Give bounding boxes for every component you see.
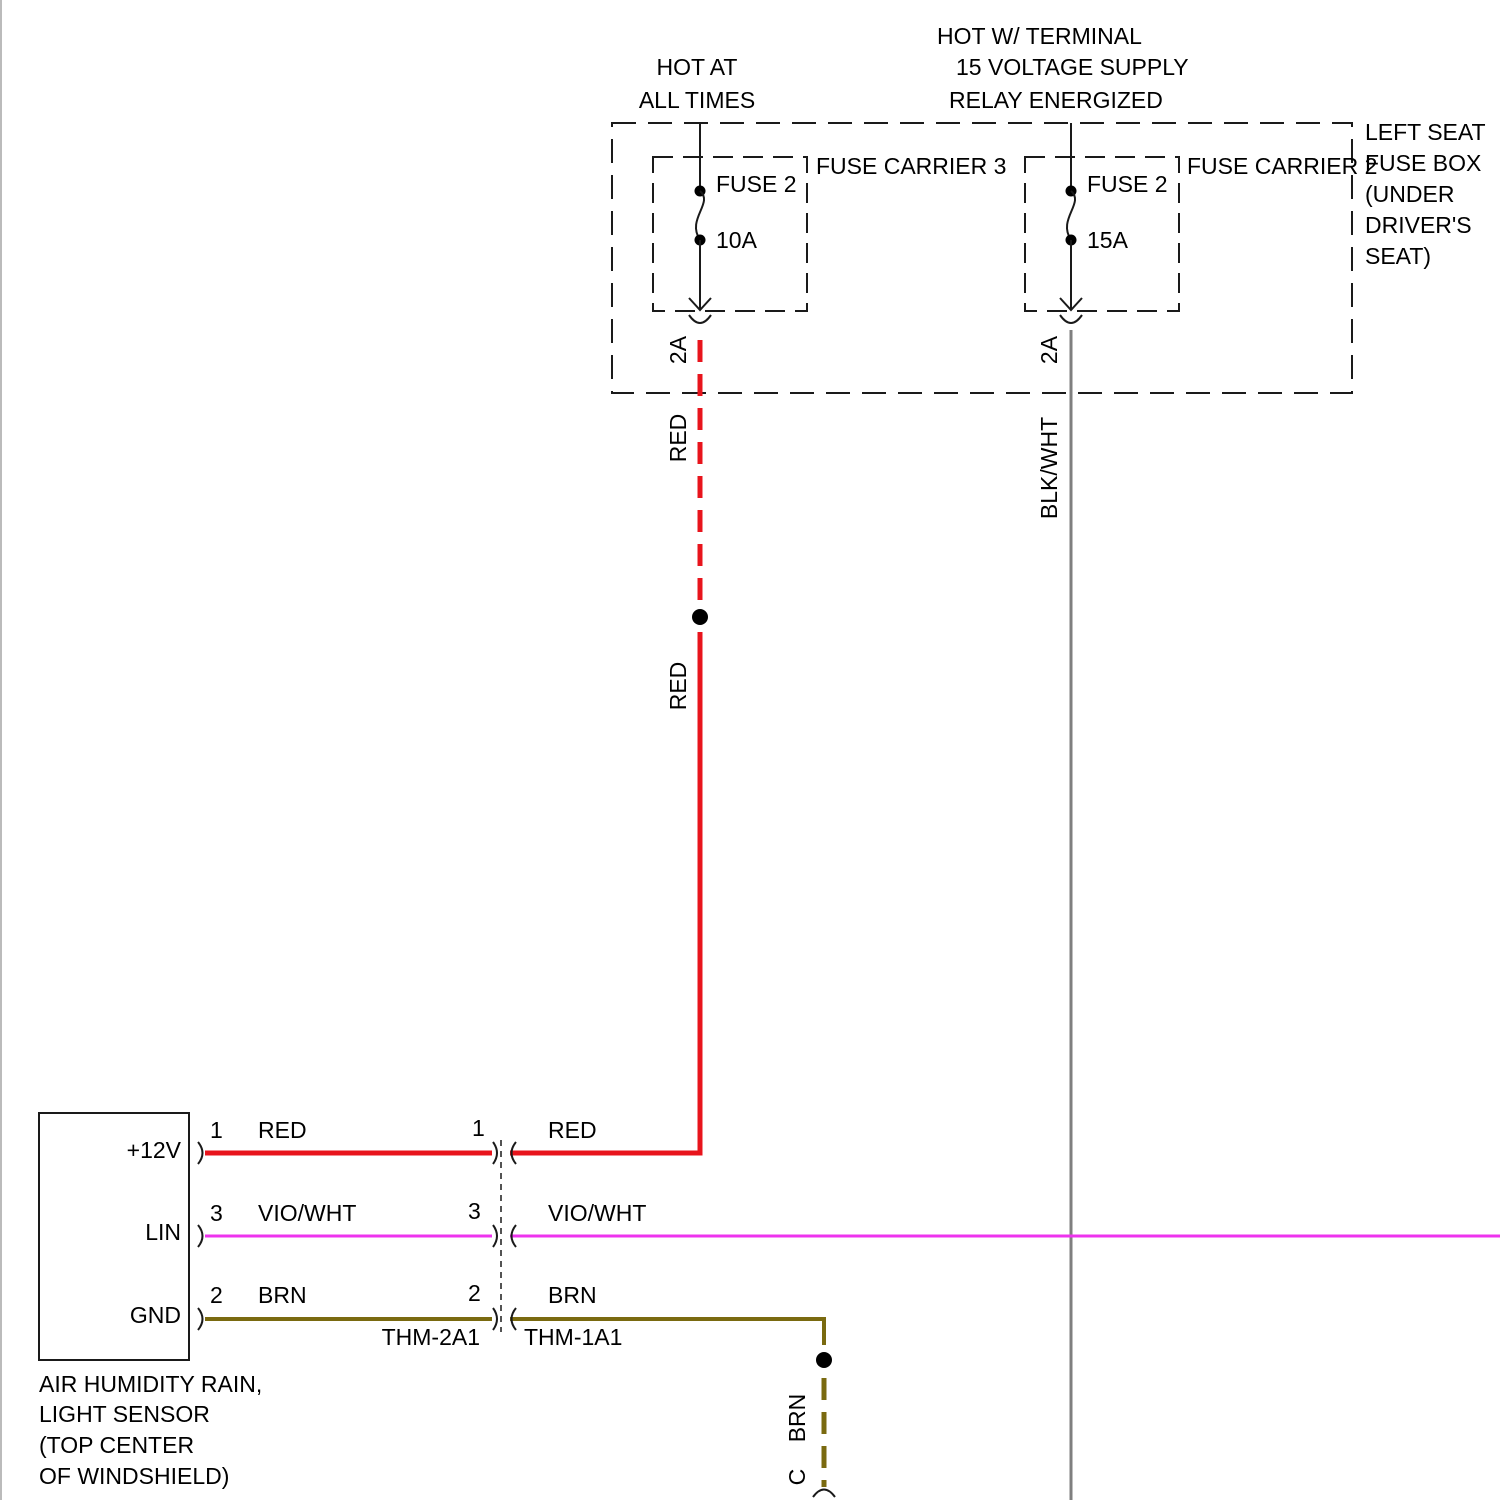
ground-connector-symbol (813, 1490, 835, 1498)
hot-at-all-times-line-2: ALL TIMES (639, 87, 755, 113)
blk-wht-wire-label: BLK/WHT (1036, 417, 1062, 519)
fuse-10a-connector-symbol (689, 315, 711, 323)
fuse-box-label-line-4: DRIVER'S (1365, 212, 1472, 238)
brn-wire-vertical-label: BRN (784, 1394, 810, 1443)
sensor-pin-2-number: 2 (210, 1282, 223, 1308)
inline-pin-1-number: 1 (472, 1115, 485, 1141)
fuse-box-label: LEFT SEAT FUSE BOX (UNDER DRIVER'S SEAT) (1365, 119, 1486, 269)
fuse-15a-connector-symbol (1060, 315, 1082, 323)
fuse-10a-connector-label: 2A (665, 335, 691, 364)
brn-wire-left-label: BRN (258, 1282, 307, 1308)
red-wire-lower-label: RED (665, 662, 691, 711)
inline-pin-3-number: 3 (468, 1198, 481, 1224)
sensor-pin-3-number: 3 (210, 1200, 223, 1226)
red-wire-left-label: RED (258, 1117, 307, 1143)
fuse-10a-rating: 10A (716, 227, 758, 253)
fuse-15a-name: FUSE 2 (1087, 171, 1168, 197)
sensor-label-line-4: OF WINDSHIELD) (39, 1463, 229, 1489)
fuse-10a-name: FUSE 2 (716, 171, 797, 197)
fuse-box-label-line-5: SEAT) (1365, 243, 1431, 269)
red-wire-splice (692, 609, 708, 625)
red-wire-upper-label: RED (665, 414, 691, 463)
sensor-pin-12v-label: +12V (127, 1137, 182, 1163)
sensor-pin-3-terminal (198, 1225, 203, 1247)
sensor-pin-1-terminal (198, 1142, 203, 1164)
hot-relay-line-2: 15 VOLTAGE SUPPLY (956, 54, 1189, 80)
inline-connector-left-name: THM-2A1 (382, 1324, 480, 1350)
inline-pin-2-number: 2 (468, 1280, 481, 1306)
hot-relay-label: HOT W/ TERMINAL 15 VOLTAGE SUPPLY RELAY … (937, 23, 1189, 113)
hot-at-all-times-line-1: HOT AT (657, 54, 738, 80)
hot-relay-line-3: RELAY ENERGIZED (949, 87, 1163, 113)
fuse-15a-connector-label: 2A (1036, 335, 1062, 364)
fuse-box-label-line-3: (UNDER (1365, 181, 1454, 207)
sensor-label-line-2: LIGHT SENSOR (39, 1401, 210, 1427)
vio-wht-wire-right-label: VIO/WHT (548, 1200, 646, 1226)
sensor-label-line-1: AIR HUMIDITY RAIN, (39, 1371, 262, 1397)
sensor-pin-gnd-label: GND (130, 1302, 181, 1328)
sensor-pin-1-number: 1 (210, 1117, 223, 1143)
brn-wire-splice (816, 1352, 832, 1368)
inline-connector-pin-2-left (493, 1308, 497, 1330)
fuse-15a-symbol (1067, 191, 1075, 240)
sensor-pin-lin-label: LIN (145, 1219, 181, 1245)
hot-at-all-times-label: HOT AT ALL TIMES (639, 54, 755, 113)
sensor-pin-2-terminal (198, 1308, 203, 1330)
red-wire-right-label: RED (548, 1117, 597, 1143)
brn-wire-right-label: BRN (548, 1282, 597, 1308)
fuse-box-label-line-1: LEFT SEAT (1365, 119, 1486, 145)
fuse-box-label-line-2: FUSE BOX (1365, 150, 1481, 176)
ground-connector-label: C (784, 1469, 810, 1486)
inline-connector-right-name: THM-1A1 (524, 1324, 622, 1350)
fuse-carrier-2-label: FUSE CARRIER 2 (1187, 153, 1377, 179)
vio-wht-wire-left-label: VIO/WHT (258, 1200, 356, 1226)
fuse-15a-rating: 15A (1087, 227, 1129, 253)
hot-relay-line-1: HOT W/ TERMINAL (937, 23, 1142, 49)
fuse-10a-symbol (696, 191, 704, 240)
sensor-label-line-3: (TOP CENTER (39, 1432, 194, 1458)
fuse-carrier-3-label: FUSE CARRIER 3 (816, 153, 1006, 179)
inline-connector-pin-3-left (493, 1225, 497, 1247)
sensor-label: AIR HUMIDITY RAIN, LIGHT SENSOR (TOP CEN… (39, 1371, 262, 1489)
inline-connector-pin-1-left (493, 1142, 497, 1164)
